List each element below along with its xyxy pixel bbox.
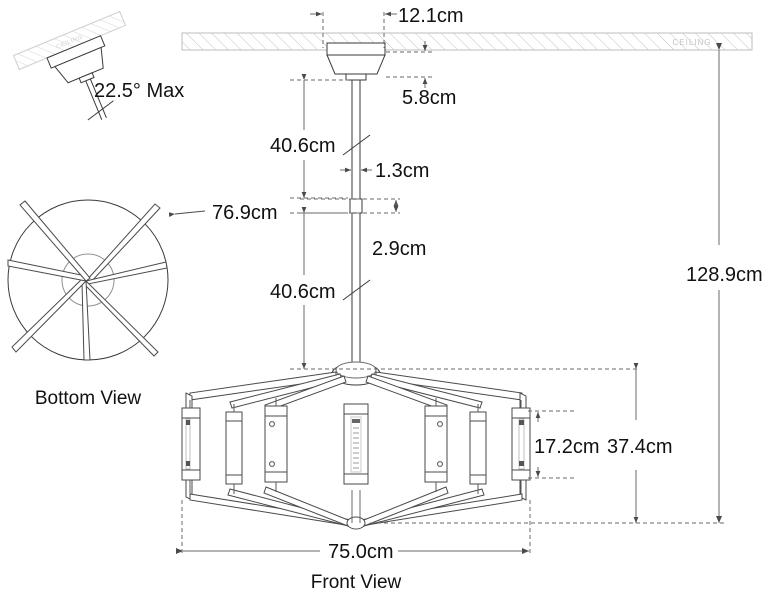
ceiling-band-group: CEILING — [181, 32, 753, 51]
rod-coupler — [349, 198, 363, 214]
frame-bottom-arms — [189, 486, 523, 529]
dim-rod-upper-label: 40.6cm — [270, 135, 336, 157]
rod-break-lower — [342, 279, 371, 301]
tilt-canopy — [46, 35, 114, 121]
center-hub-top — [335, 361, 377, 379]
front-view-label: Front View — [311, 572, 402, 593]
lamp-tube — [469, 404, 487, 494]
shade-diameter-label: 76.9cm — [212, 202, 278, 224]
lamp-tube — [181, 400, 201, 494]
dim-canopy-height-label: 5.8cm — [402, 87, 456, 109]
lamp-tube — [424, 398, 448, 492]
bottom-finial — [346, 516, 366, 530]
lamp-tube-center — [343, 403, 369, 485]
dim-rod-diameter-label: 1.3cm — [375, 160, 429, 182]
bottom-view-group: 76.9cm Bottom View — [7, 199, 278, 409]
tilt-detail-group: CEILING 22.5° Max — [12, 10, 184, 121]
frame-top-arms — [189, 371, 523, 412]
bottom-view-leader — [168, 210, 206, 217]
dim-overall-height-label: 128.9cm — [686, 264, 763, 286]
bottom-view-hub — [61, 253, 115, 307]
dim-fixture-height-label: 37.4cm — [607, 436, 673, 458]
lamp-tubes-group — [181, 398, 531, 494]
canopy-plate — [326, 42, 386, 56]
dim-canopy-width-label: 12.1cm — [398, 5, 464, 27]
max-tilt-label: 22.5° Max — [94, 80, 184, 102]
lamp-tube — [511, 400, 531, 494]
ceiling-band — [181, 32, 753, 51]
dimension-text-group: 12.1cm 5.8cm 40.6cm 1.3cm 2.9cm 40.6cm 1… — [270, 5, 763, 563]
dimension-lines-group — [176, 11, 724, 556]
dim-rod-lower-label: 40.6cm — [270, 281, 336, 303]
lamp-tube — [264, 398, 288, 492]
canopy-collar — [345, 73, 367, 81]
lamp-tube — [225, 404, 243, 494]
dim-overall-width-label: 75.0cm — [328, 541, 394, 563]
canopy-cone — [326, 54, 386, 75]
ceiling-label: CEILING — [672, 38, 711, 47]
dim-coupler-label: 2.9cm — [372, 238, 426, 260]
bottom-view-label: Bottom View — [35, 388, 142, 409]
dim-lamp-height-label: 17.2cm — [534, 436, 600, 458]
canopy-rod-group — [326, 42, 386, 371]
bottom-view-spokes — [7, 200, 168, 361]
chandelier-frame-group — [181, 361, 531, 530]
rod-break-upper — [342, 134, 371, 156]
